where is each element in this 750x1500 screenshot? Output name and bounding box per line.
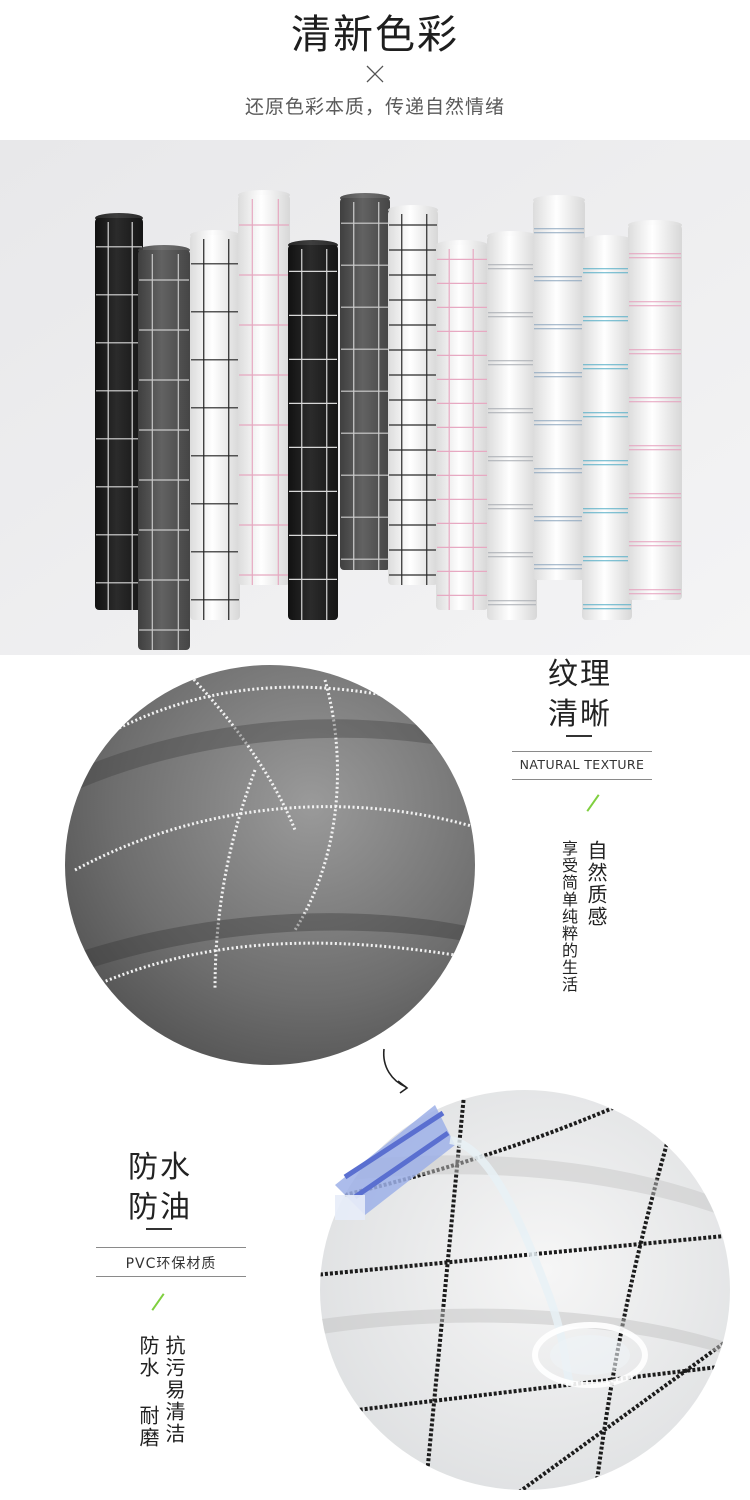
wallpaper-roll xyxy=(487,231,537,620)
wallpaper-roll xyxy=(288,240,338,620)
wallpaper-roll xyxy=(95,213,143,610)
accent-slash xyxy=(586,794,600,812)
page-subtitle: 还原色彩本质，传递自然情绪 xyxy=(244,96,505,118)
wallpaper-rolls-photo xyxy=(0,140,750,655)
wallpaper-roll xyxy=(238,190,290,585)
wallpaper-roll xyxy=(388,205,438,585)
wallpaper-roll xyxy=(138,245,190,650)
material-label: PVC环保材质 xyxy=(125,1256,217,1272)
texture-closeup-image xyxy=(65,665,475,1065)
waterproof-title-line1: 防水 xyxy=(128,1150,192,1185)
down-arrow-icon xyxy=(382,1048,409,1094)
divider xyxy=(96,1247,246,1248)
accent-slash xyxy=(151,1293,165,1311)
texture-title-line1: 纹理 xyxy=(548,657,612,692)
wallpaper-roll xyxy=(340,193,390,570)
divider xyxy=(96,1276,246,1277)
wallpaper-roll xyxy=(533,195,585,580)
texture-title-line2: 清晰 xyxy=(548,697,612,732)
wallpaper-roll xyxy=(190,230,240,620)
waterproof-title-line2: 防油 xyxy=(128,1190,192,1225)
wallpaper-roll xyxy=(628,220,682,600)
title-underline xyxy=(566,735,592,737)
title-underline xyxy=(146,1228,172,1230)
texture-english-label: NATURAL TEXTURE xyxy=(519,757,645,772)
waterproof-feature-col1: 抗污易清洁 xyxy=(162,1335,186,1445)
wallpaper-roll xyxy=(436,240,488,610)
divider xyxy=(512,751,652,752)
waterproof-feature-col2a: 防水 xyxy=(136,1335,160,1379)
cross-mark-icon xyxy=(366,65,384,83)
texture-body: 享受简单纯粹的生活 xyxy=(559,840,578,993)
water-test-image xyxy=(320,1090,730,1490)
page-title: 清新色彩 xyxy=(291,12,459,58)
wallpaper-roll xyxy=(582,235,632,620)
waterproof-feature-col2b: 耐磨 xyxy=(136,1405,160,1449)
divider xyxy=(512,779,652,780)
texture-heading: 自然质感 xyxy=(584,840,608,928)
waterproof-title: 防水 防油 xyxy=(128,1148,208,1228)
texture-title: 纹理 清晰 xyxy=(548,655,628,735)
